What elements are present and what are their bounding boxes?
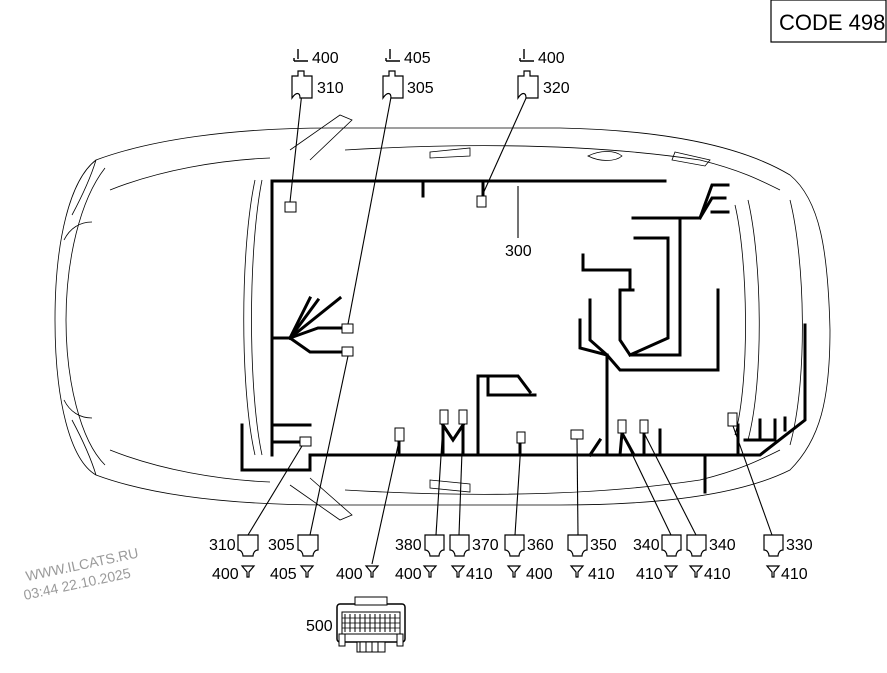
ground-symbol	[385, 49, 400, 62]
ecu-label: 500	[306, 618, 333, 635]
connector-symbol	[424, 534, 445, 557]
bottom-callout-ground-400: 400	[336, 565, 380, 583]
harness-300-label: 300	[505, 243, 532, 260]
ground-label: 400	[212, 566, 239, 583]
top-right-ground-label: 400	[538, 50, 565, 67]
ground-label: 400	[336, 566, 363, 583]
ground-symbol	[663, 565, 679, 578]
leader-lines	[247, 91, 773, 565]
ground-symbol	[765, 565, 781, 578]
connector-symbol	[291, 70, 313, 100]
connector-label: 360	[527, 537, 554, 554]
ground-symbol	[569, 565, 585, 578]
ground-label: 410	[704, 566, 731, 583]
bottom-callout-360: 360 400	[504, 534, 554, 583]
top-callout-middle: 405 305	[382, 49, 434, 100]
connector-label: 340	[633, 537, 660, 554]
ground-symbol	[299, 565, 315, 578]
connector-symbol	[763, 534, 784, 557]
connector-symbol	[661, 534, 682, 557]
code-box: CODE 498	[770, 0, 887, 43]
bottom-callout-330: 330 410	[763, 534, 813, 583]
bottom-callout-310: 310 400	[209, 534, 259, 583]
top-callout-left: 400 310	[291, 49, 344, 100]
bottom-callout-350: 350 410	[567, 534, 617, 583]
connector-symbol	[237, 534, 259, 557]
connector-symbol	[567, 534, 588, 557]
ground-symbol	[450, 565, 466, 578]
ground-label: 400	[526, 566, 553, 583]
connector-label: 305	[268, 537, 295, 554]
car-body-outline	[54, 114, 831, 521]
connector-symbol	[449, 534, 470, 557]
top-right-connector-label: 320	[543, 80, 570, 97]
code-label: CODE 498	[779, 10, 885, 35]
connector-label: 370	[472, 537, 499, 554]
ground-label: 410	[781, 566, 808, 583]
connector-symbol	[686, 534, 707, 557]
top-left-ground-label: 400	[312, 50, 339, 67]
connector-symbol	[382, 70, 404, 100]
connector-symbol	[504, 534, 525, 557]
connector-label: 330	[786, 537, 813, 554]
connector-symbol	[297, 534, 319, 557]
bottom-callout-340-b: 340 410	[686, 534, 736, 583]
ecu-connector-500: 500	[306, 596, 406, 653]
bottom-callout-305: 305 405	[268, 534, 319, 583]
ground-symbol	[240, 565, 256, 578]
ground-label: 400	[395, 566, 422, 583]
ground-symbol	[506, 565, 522, 578]
ground-label: 405	[270, 566, 297, 583]
connector-label: 340	[709, 537, 736, 554]
connector-symbol	[517, 70, 539, 100]
ground-symbol	[688, 565, 704, 578]
top-middle-connector-label: 305	[407, 80, 434, 97]
top-left-connector-label: 310	[317, 80, 344, 97]
connector-label: 380	[395, 537, 422, 554]
ground-symbol	[293, 49, 308, 62]
ground-symbol	[364, 565, 380, 578]
bottom-callout-380: 380 400	[395, 534, 445, 583]
bottom-callout-340-a: 340 410	[633, 534, 682, 583]
connector-label: 310	[209, 537, 236, 554]
top-callout-right: 400 320	[517, 49, 570, 100]
bottom-callout-370: 370 410	[449, 534, 499, 583]
top-middle-ground-label: 405	[404, 50, 431, 67]
connector-label: 350	[590, 537, 617, 554]
ground-label: 410	[466, 566, 493, 583]
ground-label: 410	[588, 566, 615, 583]
ground-label: 410	[636, 566, 663, 583]
ground-symbol	[422, 565, 438, 578]
harness-connectors	[284, 195, 738, 447]
ground-symbol	[519, 49, 534, 62]
